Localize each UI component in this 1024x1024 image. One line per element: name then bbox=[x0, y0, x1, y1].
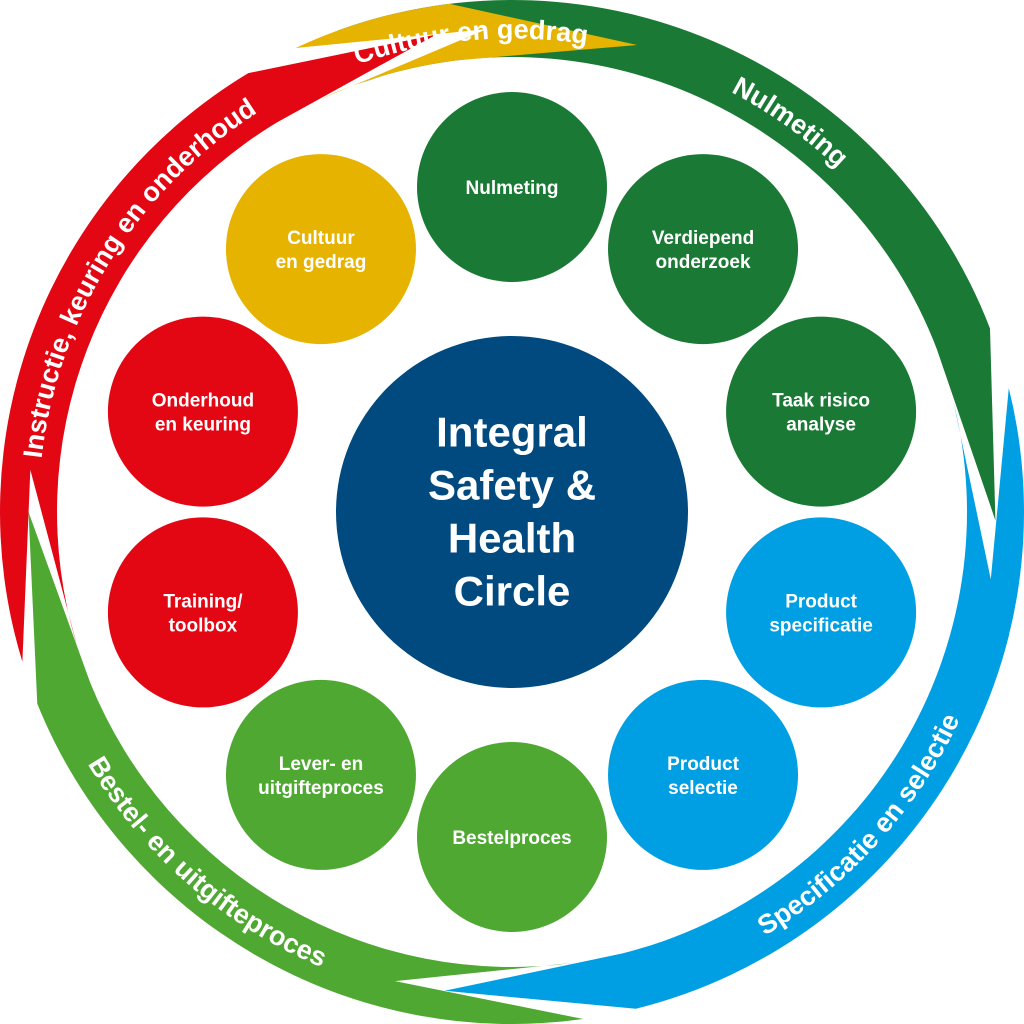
step-circle-shape bbox=[417, 92, 607, 282]
step-label-line: Onderhoud bbox=[152, 391, 254, 412]
center-title-line: Circle bbox=[454, 568, 571, 615]
step-circle-shape bbox=[726, 517, 917, 708]
step-circle-2: Verdiepend onderzoek bbox=[608, 154, 799, 345]
center-title-line: Integral bbox=[436, 409, 588, 456]
step-label-line: Nulmeting bbox=[466, 178, 559, 199]
step-circle-shape bbox=[107, 316, 298, 507]
step-label-line: onderzoek bbox=[656, 252, 751, 273]
step-circle-10: Cultuur en gedrag bbox=[225, 154, 416, 345]
ring-arrow-1 bbox=[336, 0, 996, 521]
step-circle-1: Nulmeting bbox=[417, 92, 607, 282]
step-label-line: Training/ bbox=[163, 591, 243, 612]
ring-arrow-5 bbox=[295, 3, 638, 100]
step-label-line: analyse bbox=[786, 415, 856, 436]
step-circle-shape bbox=[726, 316, 917, 507]
step-label-line: uitgifteproces bbox=[258, 778, 384, 799]
step-circle-4: Product specificatie bbox=[726, 517, 917, 708]
step-circle-shape bbox=[225, 154, 416, 345]
center-circle bbox=[336, 336, 688, 688]
ring-arrow-4 bbox=[0, 34, 437, 662]
center-title-line: Safety & bbox=[428, 462, 596, 509]
step-circle-shape bbox=[417, 742, 607, 932]
step-circle-9: Onderhoud en keuring bbox=[107, 316, 298, 507]
step-label-line: selectie bbox=[668, 778, 738, 799]
step-label-line: specificatie bbox=[769, 615, 873, 636]
step-label-line: en gedrag bbox=[276, 252, 367, 273]
step-circle-5: Product selectie bbox=[608, 679, 799, 870]
step-circle-shape bbox=[225, 679, 416, 870]
step-label-line: Lever- en bbox=[279, 754, 363, 775]
step-circle-7: Lever- en uitgifteproces bbox=[225, 679, 416, 870]
step-label-line: Product bbox=[785, 591, 857, 612]
step-label-line: toolbox bbox=[169, 615, 238, 636]
step-circle-shape bbox=[107, 517, 298, 708]
step-label-line: Bestelproces bbox=[452, 828, 571, 849]
ring-arrow-3 bbox=[28, 512, 584, 1024]
step-circle-6: Bestelproces bbox=[417, 742, 607, 932]
step-label-line: Product bbox=[667, 754, 739, 775]
step-label-line: Verdiepend bbox=[652, 228, 754, 249]
step-circle-3: Taak risico analyse bbox=[726, 316, 917, 507]
step-circle-shape bbox=[608, 154, 799, 345]
center-title-line: Health bbox=[448, 515, 576, 562]
step-label-line: en keuring bbox=[155, 415, 251, 436]
ring-arrow-2 bbox=[444, 388, 1024, 1009]
step-circle-8: Training/toolbox bbox=[107, 517, 298, 708]
step-label-line: Cultuur bbox=[287, 228, 355, 249]
step-label-line: Taak risico bbox=[772, 391, 870, 412]
step-circle-shape bbox=[608, 679, 799, 870]
